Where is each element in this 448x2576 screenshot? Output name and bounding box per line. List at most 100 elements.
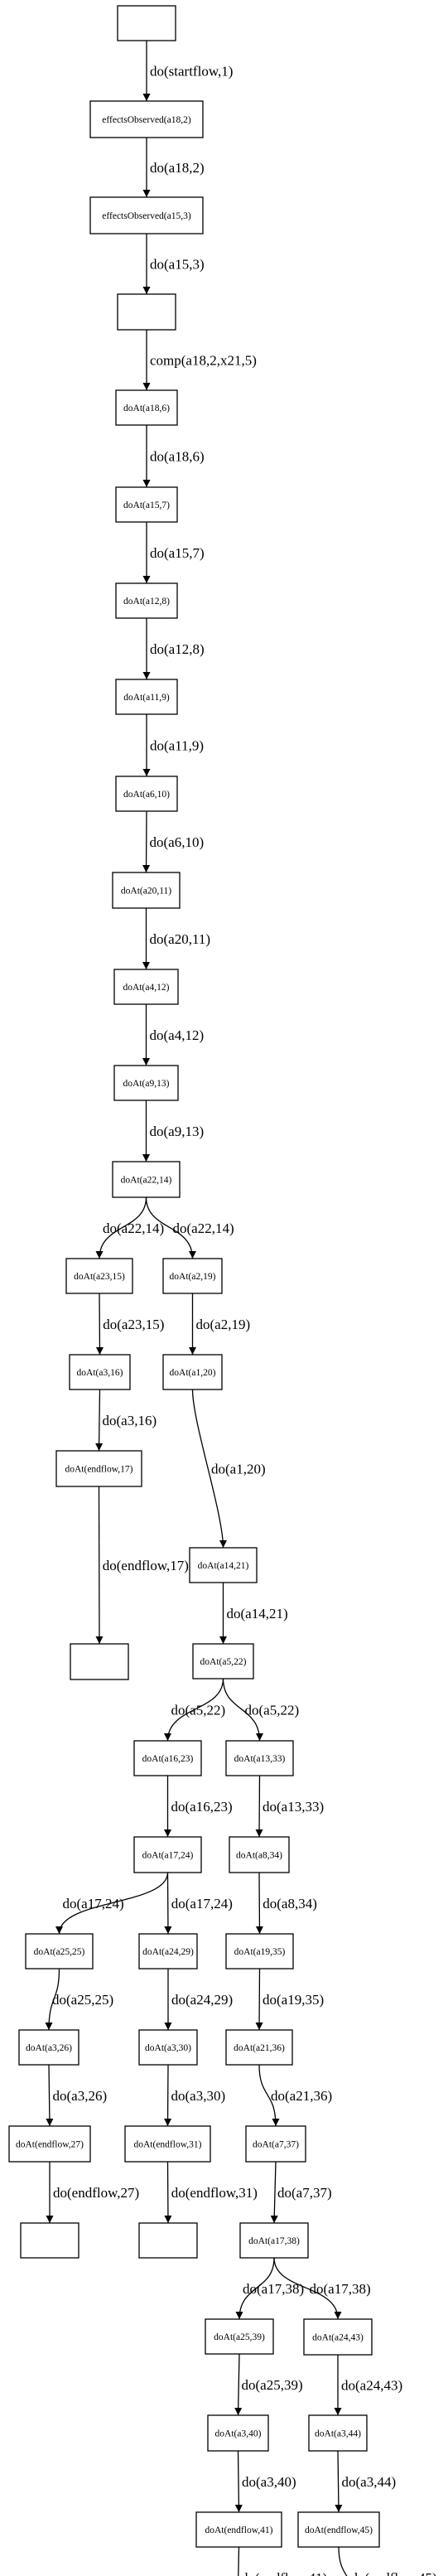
node-box: [115, 389, 178, 426]
edge-arrow: [191, 1389, 227, 1549]
node-box: [124, 2125, 211, 2163]
node-label: doAt(a3,40): [215, 2429, 262, 2439]
flow-node: doAt(a15,7): [115, 486, 178, 523]
node-box: [245, 2125, 306, 2163]
edge-arrow: [222, 1678, 263, 1742]
edge-label: comp(a18,2,x21,5): [150, 353, 257, 369]
node-label: doAt(a24,43): [312, 2333, 364, 2343]
flow-node: doAt(a21,36): [225, 2029, 293, 2066]
edge-arrow: [335, 2450, 343, 2513]
node-label: doAt(a11,9): [123, 693, 170, 703]
flow-node: doAt(a13,33): [225, 1740, 294, 1776]
edge-arrow: [255, 1775, 263, 1838]
edge-label: do(a3,16): [103, 1413, 157, 1428]
node-box: [117, 5, 176, 41]
node-label: doAt(a3,30): [145, 2043, 191, 2053]
node-box: [89, 100, 204, 138]
edge-arrow: [273, 2257, 342, 2320]
edge-arrow: [234, 2450, 243, 2513]
edge-label: do(a23,15): [103, 1317, 164, 1332]
nodes: effectsObserved(a18,2) effectsObserved(a1…: [8, 5, 380, 2548]
node-label: doAt(endflow,45): [305, 2525, 373, 2535]
edge-arrow: [46, 2064, 54, 2127]
edge-label: do(a3,44): [342, 2474, 397, 2490]
flow-node: doAt(a7,37): [245, 2125, 306, 2163]
flow-node: doAt(a14,21): [189, 1547, 258, 1583]
node-label: doAt(a24,29): [142, 1947, 194, 1957]
edge-label: do(a24,29): [171, 1992, 233, 2008]
flow-node: doAt(endflow,27): [8, 2125, 91, 2163]
node-label: doAt(a19,35): [234, 1947, 286, 1957]
node-box: [162, 1354, 223, 1390]
edge-label: do(a17,24): [171, 1896, 233, 1911]
edge-arrow: [255, 1968, 263, 2031]
flow-node: doAt(a11,9): [115, 679, 178, 715]
edge-label: do(a21,36): [271, 2088, 332, 2104]
edge-label: do(a15,7): [150, 545, 205, 561]
node-label: doAt(a15,7): [123, 500, 170, 510]
flow-node: [138, 2222, 198, 2259]
node-box: [115, 776, 178, 812]
edge-arrow: [234, 2353, 243, 2416]
node-box: [239, 2222, 309, 2259]
edge-label: do(endflow,41): [241, 2570, 327, 2576]
node-label: doAt(endflow,17): [65, 1465, 133, 1475]
node-box: [115, 679, 178, 715]
flow-node: effectsObserved(a18,2): [89, 100, 204, 138]
edge-label: do(a6,10): [150, 834, 205, 850]
edge-label: do(a5,22): [245, 1703, 300, 1718]
edge-arrow: [145, 1196, 196, 1259]
flow-node: doAt(a25,39): [205, 2318, 274, 2355]
node-label: doAt(a25,39): [214, 2332, 265, 2342]
edge-label: do(a12,8): [150, 641, 205, 657]
node-label: doAt(a3,26): [26, 2043, 72, 2053]
node-box: [55, 1450, 142, 1487]
node-box: [308, 2414, 368, 2452]
node-box: [70, 1643, 129, 1680]
flow-node: doAt(a17,38): [239, 2222, 309, 2259]
edge-label: do(a17,24): [63, 1896, 124, 1911]
edge-arrow: [164, 2064, 172, 2127]
node-box: [25, 1933, 94, 1969]
node-label: effectsObserved(a15,3): [102, 211, 191, 221]
flow-node: [70, 1643, 129, 1680]
node-label: doAt(endflow,31): [134, 2140, 202, 2150]
node-box: [112, 872, 181, 909]
flow-node: doAt(a16,23): [133, 1740, 202, 1776]
node-box: [205, 2318, 274, 2355]
flow-node: doAt(a3,30): [138, 2029, 198, 2066]
flow-node: doAt(a24,43): [303, 2318, 373, 2356]
flow-node: doAt(a5,22): [192, 1643, 254, 1679]
edge-label: do(a13,33): [263, 1799, 324, 1815]
flow-node: doAt(a3,44): [308, 2414, 368, 2452]
edge-arrow: [164, 2161, 172, 2224]
edge-label: do(a18,6): [150, 449, 205, 465]
edge-arrow: [255, 1872, 263, 1935]
node-label: doAt(a23,15): [74, 1272, 125, 1282]
node-label: doAt(a17,24): [142, 1851, 194, 1861]
node-label: doAt(a7,37): [253, 2140, 299, 2150]
node-box: [162, 1258, 223, 1294]
node-label: doAt(a13,33): [234, 1754, 286, 1764]
flow-node: doAt(a8,34): [229, 1836, 290, 1873]
node-label: doAt(a9,13): [123, 1079, 170, 1089]
edge-label: do(endflow,27): [53, 2185, 139, 2201]
node-box: [89, 196, 204, 234]
flow-node: doAt(a1,20): [162, 1354, 223, 1390]
flow-node: doAt(a22,14): [112, 1161, 181, 1198]
node-label: doAt(a8,34): [236, 1851, 282, 1861]
edge-label: do(a22,14): [173, 1220, 234, 1236]
node-label: doAt(a25,25): [34, 1947, 85, 1957]
node-label: doAt(a5,22): [200, 1657, 247, 1667]
node-box: [115, 582, 178, 619]
flow-node: doAt(a12,8): [115, 582, 178, 619]
node-label: effectsObserved(a18,2): [102, 115, 191, 125]
edge-arrow: [95, 1486, 104, 1645]
flow-node: doAt(a2,19): [162, 1258, 223, 1294]
node-label: doAt(a4,12): [123, 983, 170, 993]
node-box: [138, 1933, 198, 1969]
edge-label: do(endflow,31): [171, 2185, 258, 2201]
edge-arrow: [95, 1293, 104, 1356]
node-box: [225, 2029, 293, 2066]
flow-node: doAt(endflow,17): [55, 1450, 142, 1487]
